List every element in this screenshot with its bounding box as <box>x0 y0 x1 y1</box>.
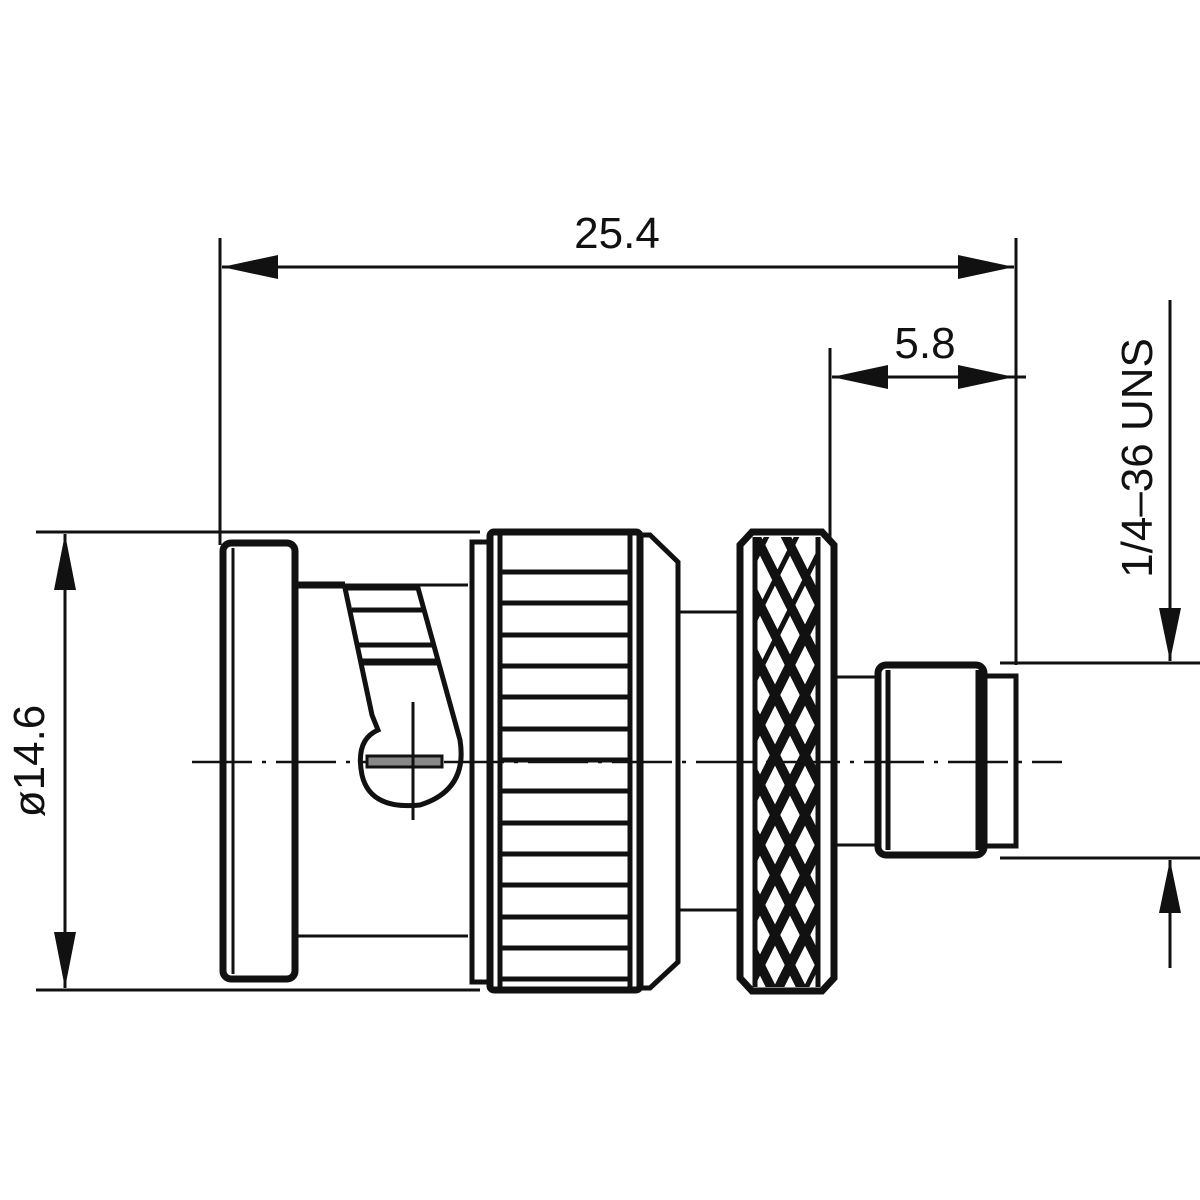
nut-ribs <box>500 569 630 982</box>
front-flange <box>219 539 299 983</box>
knurled-ring <box>736 528 838 995</box>
overall-length-label: 25.4 <box>574 209 660 258</box>
bayonet-body <box>297 581 468 938</box>
arrowhead-down-icon <box>1159 608 1181 661</box>
knurl-outline <box>736 528 838 995</box>
flange-outline <box>219 539 299 983</box>
dimension-outer-diameter: ø14.6 <box>5 530 480 992</box>
thread-length-label: 5.8 <box>894 319 955 368</box>
neck <box>680 610 740 912</box>
knurl-pattern <box>755 537 817 987</box>
arrowhead-left-icon <box>832 365 888 389</box>
dimension-thread-length: 5.8 <box>828 319 1026 540</box>
arrowhead-left-icon <box>222 255 278 279</box>
threaded-end <box>836 661 1019 859</box>
dimension-thread-spec: 1/4–36 UNS <box>1000 300 1200 968</box>
arrowhead-up-icon <box>1159 860 1181 913</box>
arrowhead-bottom-icon <box>54 932 76 988</box>
thread-tip <box>986 673 1019 849</box>
arrowhead-right-icon <box>958 365 1014 389</box>
bayonet-slot <box>341 585 464 809</box>
thread-body <box>874 661 988 859</box>
arrowhead-top-icon <box>54 534 76 590</box>
thread-spec-label: 1/4–36 UNS <box>1113 338 1162 578</box>
nut-outline <box>486 528 644 994</box>
bayonet-pin <box>365 754 444 769</box>
dimension-overall-length: 25.4 <box>218 209 1018 665</box>
arrowhead-right-icon <box>958 255 1014 279</box>
nut-chamfer <box>640 532 681 991</box>
coupling-nut <box>469 528 681 994</box>
outer-diameter-label: ø14.6 <box>5 705 54 818</box>
